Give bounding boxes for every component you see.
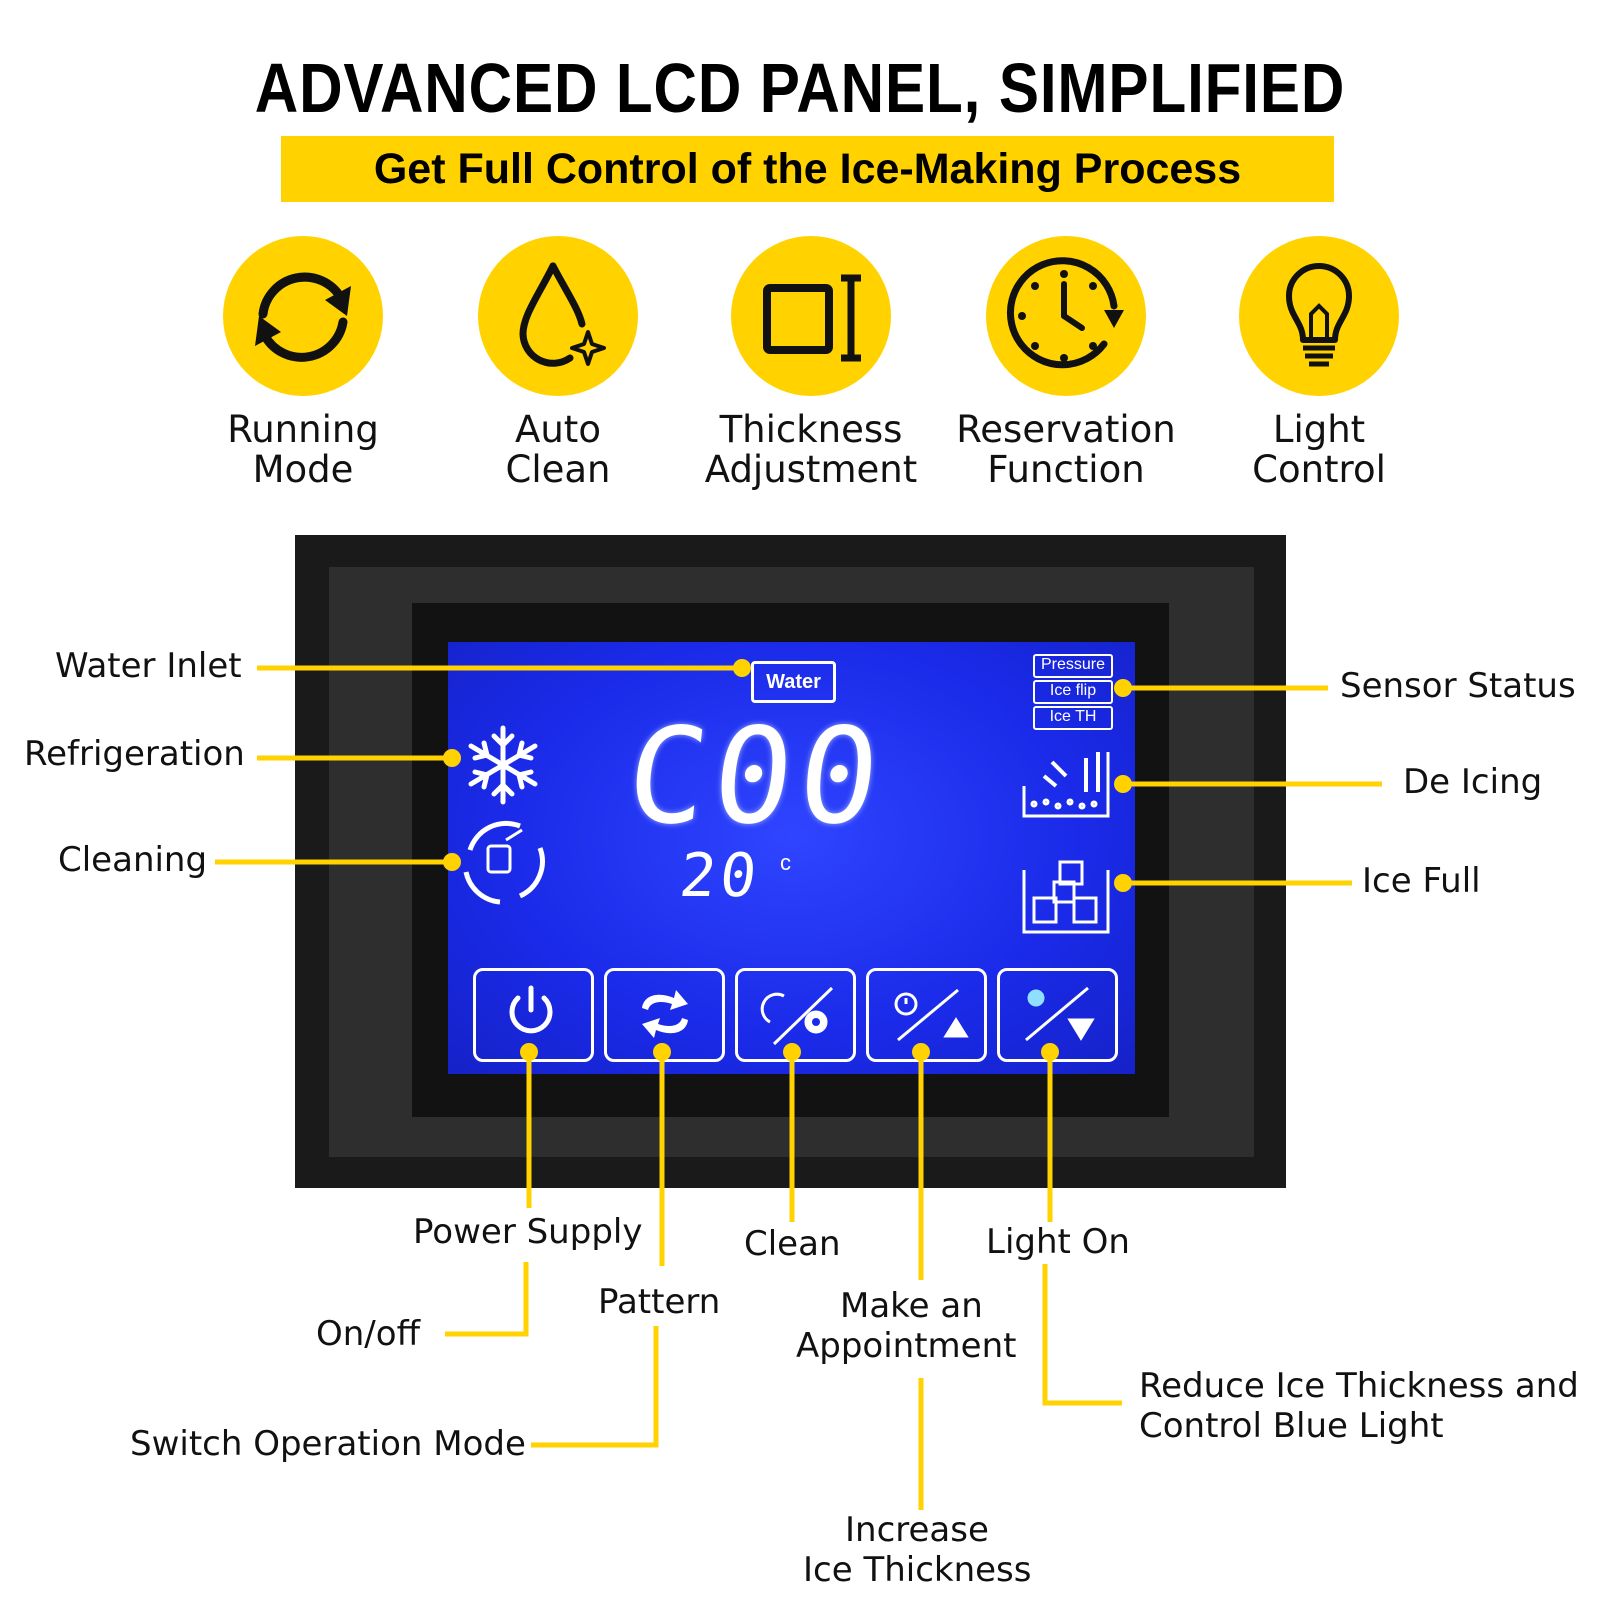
temperature-unit: c [780,850,791,875]
sensor-pressure: Pressure [1033,654,1113,678]
callout-clean: Clean [744,1224,841,1264]
feature-label-line2: Control [1252,448,1386,491]
feature-label-line1: Reservation [956,408,1176,451]
water-indicator: Water [751,661,836,703]
feature-label-line2: Mode [252,448,354,491]
callout-power-supply: Power Supply [413,1212,643,1252]
clock-icon [1006,257,1124,369]
callout-switch-mode: Switch Operation Mode [130,1424,526,1464]
thickness-icon [763,274,861,362]
sensor-ice-th: Ice TH [1033,706,1113,730]
callout-cleaning: Cleaning [58,840,208,880]
page-subtitle: Get Full Control of the Ice-Making Proce… [281,136,1334,202]
callout-light-on: Light On [986,1222,1130,1262]
callout-reduce-line2: Control Blue Light [1139,1406,1444,1446]
callout-pattern: Pattern [598,1282,721,1322]
droplet-sparkle-icon [519,262,606,367]
feature-label-line2: Clean [505,448,611,491]
feature-label-line2: Function [987,448,1145,491]
temperature-display: 20 [676,841,764,911]
feature-label-line1: Auto [515,408,601,451]
feature-label-line2: Adjustment [704,448,918,491]
appointment-up-button[interactable] [866,968,987,1062]
sensor-ice-flip: Ice flip [1033,680,1113,704]
callout-water-inlet: Water Inlet [55,646,242,686]
power-button[interactable] [473,968,594,1062]
callout-appointment-line1: Make an [840,1286,983,1326]
callout-increase-line2: Ice Thickness [803,1550,1032,1590]
error-code-display: C00 [619,700,893,854]
mode-button[interactable] [604,968,725,1062]
feature-label-line1: Light [1272,408,1366,451]
light-down-button[interactable] [997,968,1118,1062]
callout-reduce-line1: Reduce Ice Thickness and [1139,1366,1579,1406]
callout-refrigeration: Refrigeration [24,734,245,774]
callout-ice-full: Ice Full [1362,861,1481,901]
callout-on-off: On/off [316,1314,420,1354]
callout-de-icing: De Icing [1403,762,1543,802]
feature-label-line1: Running [227,408,379,451]
callout-appointment-line2: Appointment [796,1326,1017,1366]
lightbulb-icon [1286,263,1352,367]
refresh-icon [255,272,351,362]
callout-sensor-status: Sensor Status [1340,666,1576,706]
feature-label-line1: Thickness [719,408,903,451]
callout-increase-line1: Increase [845,1510,989,1550]
clean-button[interactable] [735,968,856,1062]
